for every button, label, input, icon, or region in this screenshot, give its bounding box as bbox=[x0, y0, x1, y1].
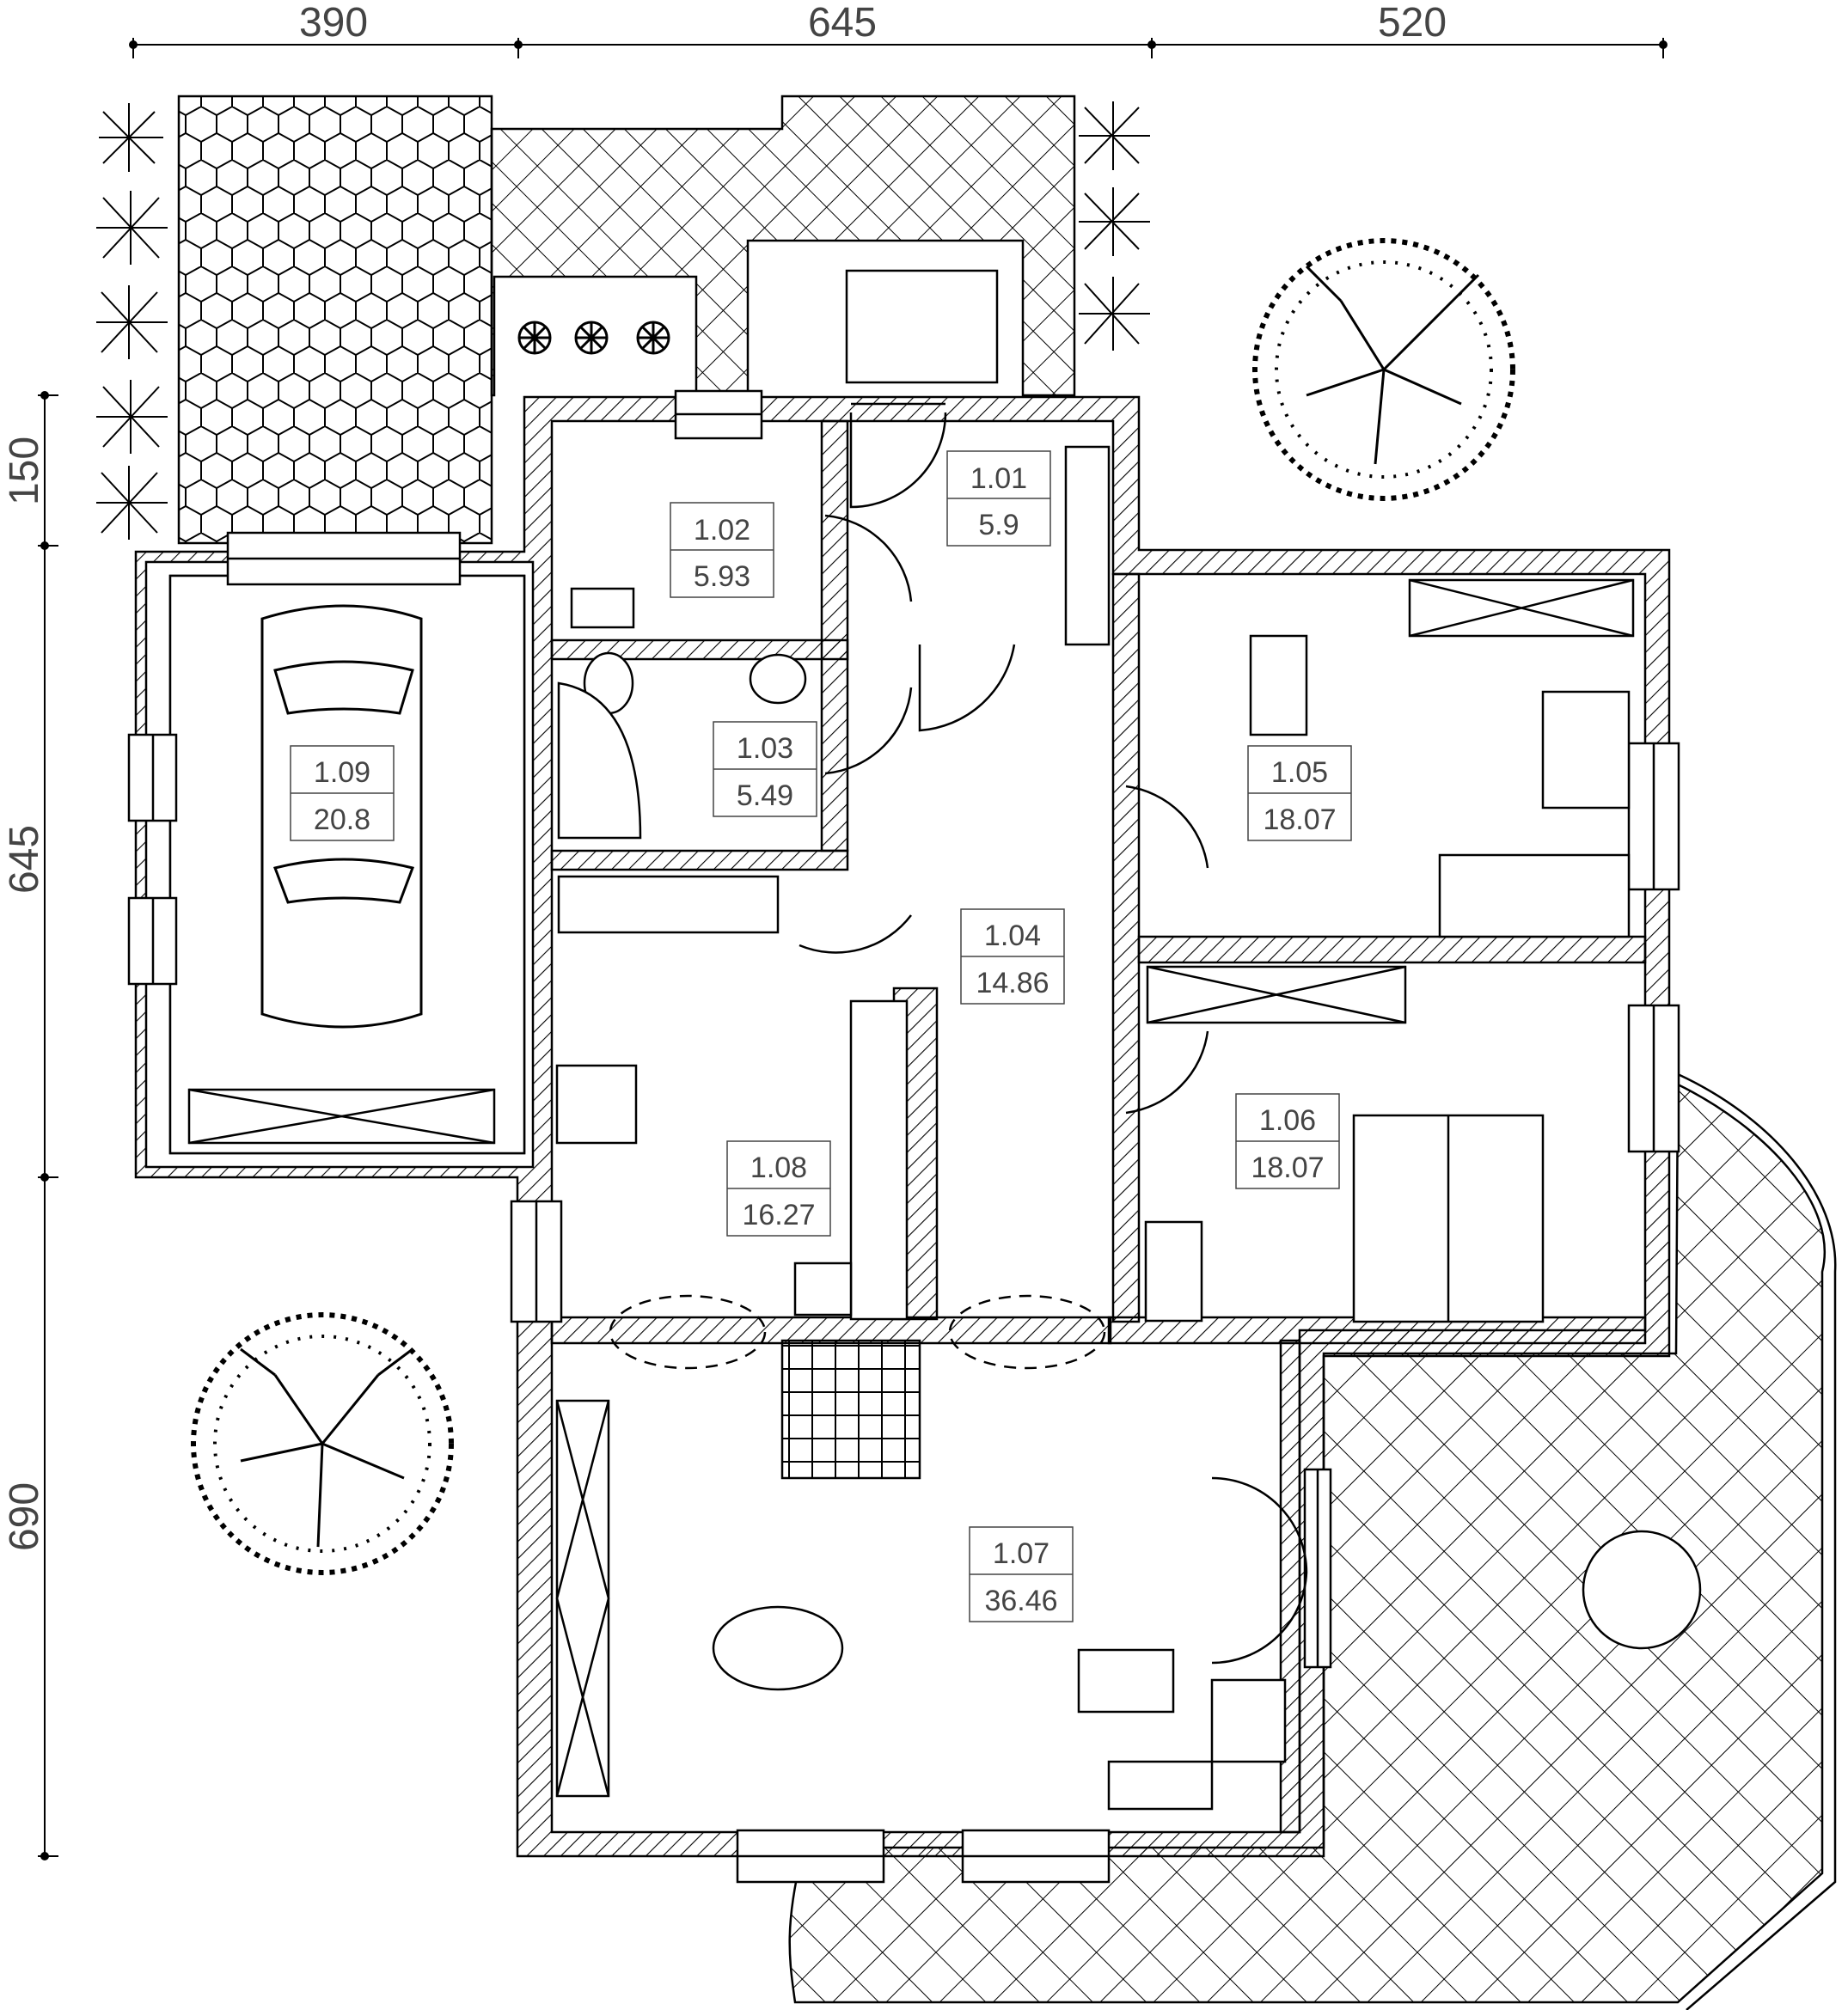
entrance-paving bbox=[490, 95, 1076, 397]
kitchen-counter bbox=[849, 999, 909, 1321]
coffee-table bbox=[1077, 1648, 1175, 1714]
room-label-1-01: 1.01 5.9 bbox=[946, 450, 1051, 547]
car-icon bbox=[260, 604, 423, 1029]
room-area: 16.27 bbox=[742, 1199, 815, 1231]
room-labels: 1.01 5.9 1.02 5.93 1.03 5.49 1.04 14.86 … bbox=[290, 450, 1352, 1622]
washing-machine bbox=[570, 587, 635, 629]
windows bbox=[127, 389, 1680, 1884]
kitchen-cabinets-top bbox=[557, 875, 780, 934]
dimension-lines bbox=[38, 38, 1667, 1860]
room-area: 5.93 bbox=[694, 560, 750, 593]
room-id: 1.09 bbox=[314, 756, 370, 789]
dimension-left-3: 690 bbox=[2, 1482, 47, 1551]
bookshelf bbox=[555, 1399, 610, 1798]
dining-table-kitchen bbox=[555, 1064, 638, 1145]
hedge-right bbox=[1076, 96, 1155, 393]
side-desk bbox=[1541, 690, 1631, 809]
tree-icon bbox=[1252, 238, 1515, 501]
bathtub bbox=[557, 681, 642, 840]
tree-icon bbox=[191, 1312, 454, 1575]
room-id: 1.07 bbox=[993, 1537, 1049, 1570]
dimension-top-2: 645 bbox=[808, 0, 877, 46]
exterior-paving bbox=[177, 95, 1837, 2010]
room-id: 1.05 bbox=[1271, 756, 1328, 789]
room-label-1-08: 1.08 16.27 bbox=[726, 1140, 831, 1237]
dresser bbox=[1144, 1220, 1203, 1323]
dining-table bbox=[712, 1605, 844, 1691]
room-label-1-02: 1.02 5.93 bbox=[670, 502, 774, 598]
room-area: 14.86 bbox=[976, 967, 1049, 999]
room-area: 20.8 bbox=[314, 803, 370, 836]
room-label-1-09: 1.09 20.8 bbox=[290, 745, 395, 841]
room-area: 36.46 bbox=[984, 1585, 1057, 1617]
room-id: 1.06 bbox=[1259, 1104, 1316, 1137]
room-label-1-03: 1.03 5.49 bbox=[713, 721, 817, 817]
small-shrubs bbox=[517, 321, 670, 355]
room-id: 1.01 bbox=[970, 462, 1027, 495]
dimension-top-3: 520 bbox=[1378, 0, 1447, 46]
dimension-labels: 390 645 520 150 645 690 bbox=[2, 0, 1447, 1551]
room-id: 1.03 bbox=[737, 732, 793, 765]
doors bbox=[609, 402, 1308, 1665]
room-area: 5.9 bbox=[978, 509, 1019, 541]
dimension-left-2: 645 bbox=[2, 825, 47, 894]
room-id: 1.02 bbox=[694, 514, 750, 547]
bed-room-105 bbox=[1438, 853, 1631, 938]
bathroom-sink bbox=[749, 653, 807, 705]
sofa bbox=[1107, 1678, 1287, 1811]
desk bbox=[1249, 634, 1308, 736]
hexagon-paving bbox=[177, 95, 493, 545]
dimension-top-1: 390 bbox=[299, 0, 368, 46]
stove bbox=[793, 1262, 853, 1317]
wardrobe-hall bbox=[1064, 445, 1111, 646]
room-label-1-06: 1.06 18.07 bbox=[1235, 1093, 1340, 1189]
room-area: 18.07 bbox=[1251, 1152, 1324, 1184]
dimension-left-1: 150 bbox=[2, 437, 47, 505]
furniture bbox=[187, 445, 1702, 1811]
room-area: 18.07 bbox=[1263, 803, 1336, 836]
room-id: 1.04 bbox=[984, 919, 1041, 952]
room-area: 5.49 bbox=[737, 779, 793, 812]
room-label-1-04: 1.04 14.86 bbox=[960, 908, 1065, 1005]
terrace-table bbox=[1582, 1530, 1702, 1650]
hedge-left bbox=[93, 96, 177, 543]
room-id: 1.08 bbox=[750, 1152, 807, 1184]
room-label-1-05: 1.05 18.07 bbox=[1247, 745, 1352, 841]
fireplace bbox=[780, 1339, 921, 1480]
room-label-1-07: 1.07 36.46 bbox=[969, 1526, 1074, 1622]
